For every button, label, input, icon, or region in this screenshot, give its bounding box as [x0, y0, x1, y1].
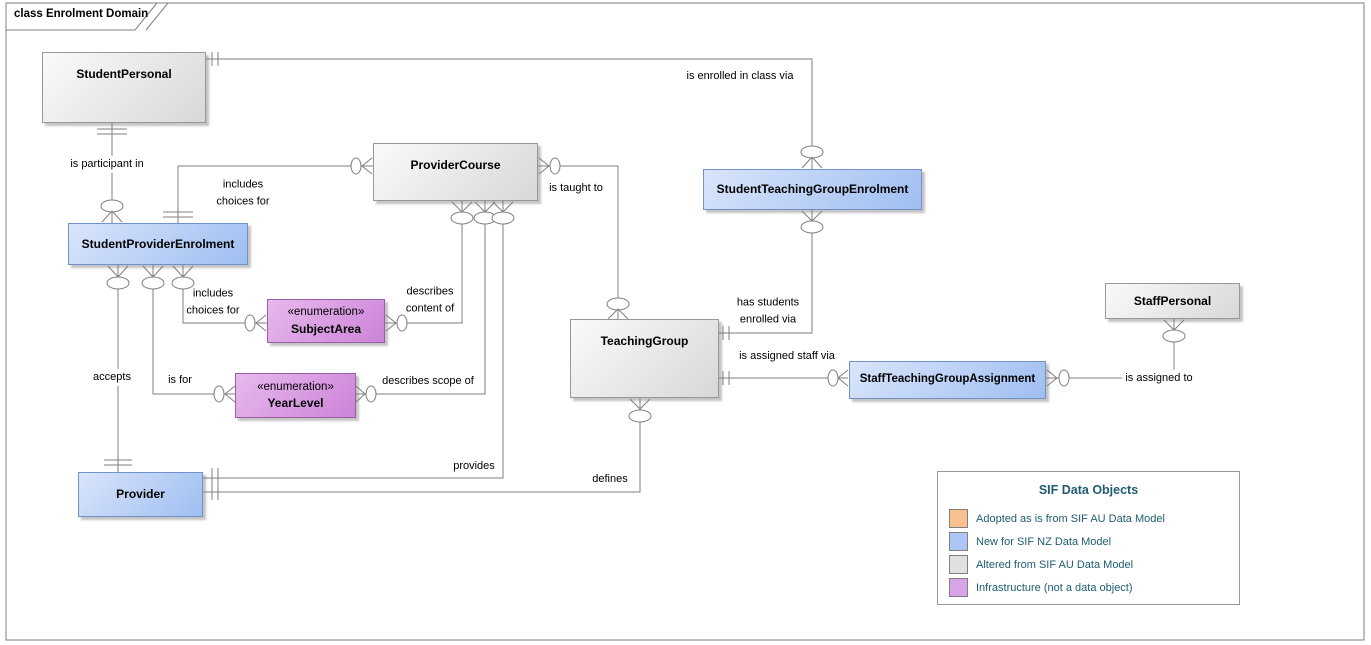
legend-item-label: Altered from SIF AU Data Model [976, 558, 1134, 571]
legend-swatch-adopted-icon [949, 509, 968, 528]
legend-item-label: Infrastructure (not a data object) [976, 581, 1133, 594]
edge-has-students-enrolled-via [719, 210, 824, 340]
edge-includes-choices-for-course [163, 157, 373, 223]
node-provider[interactable]: Provider [78, 472, 203, 517]
edge-label-defines: defines [592, 472, 628, 485]
legend-item: Adopted as is from SIF AU Data Model [949, 509, 1165, 528]
node-provider-course[interactable]: ProviderCourse [373, 143, 538, 201]
edge-label-is-taught-to: is taught to [549, 181, 603, 194]
edge-label-is-assigned-to: is assigned to [1122, 369, 1196, 387]
node-label: Provider [116, 487, 165, 502]
node-label: SubjectArea [290, 321, 362, 336]
node-staff-personal[interactable]: StaffPersonal [1105, 283, 1240, 319]
edge-is-enrolled-in-class-via [206, 52, 824, 169]
node-label: YearLevel [267, 396, 324, 411]
node-student-provider-enrolment[interactable]: StudentProviderEnrolment [68, 223, 248, 265]
legend-title: SIF Data Objects [1038, 483, 1139, 497]
diagram-frame-title: class Enrolment Domain [14, 8, 149, 20]
edge-is-participant-in [97, 123, 127, 223]
edge-includes-choices-for-subject [171, 265, 267, 332]
node-label: TeachingGroup [600, 334, 689, 348]
edge-is-assigned-staff-via [719, 369, 849, 387]
legend-item-label: New for SIF NZ Data Model [976, 535, 1112, 548]
edge-provides [203, 201, 515, 500]
legend-swatch-new-icon [949, 532, 968, 551]
node-label: StaffPersonal [1133, 293, 1212, 308]
edge-label-is-for: is for [168, 373, 192, 386]
edge-label-is-participant-in: is participant in [67, 155, 147, 173]
edge-label-accepts: accepts [90, 368, 134, 386]
node-label: StaffTeachingGroupAssignment [859, 373, 1036, 386]
stereotype-label: «enumeration» [257, 380, 334, 393]
legend-item: Altered from SIF AU Data Model [949, 555, 1133, 574]
node-subject-area[interactable]: «enumeration» SubjectArea [267, 299, 385, 343]
legend: SIF Data Objects Adopted as is from SIF … [937, 471, 1240, 605]
edge-defines [203, 398, 652, 493]
node-teaching-group[interactable]: TeachingGroup [570, 319, 719, 398]
edge-is-for [141, 265, 236, 403]
node-staff-teaching-group-assignment[interactable]: StaffTeachingGroupAssignment [849, 361, 1046, 399]
node-student-personal[interactable]: StudentPersonal [42, 52, 206, 123]
edge-label-is-enrolled-in-class-via: is enrolled in class via [686, 69, 794, 82]
edge-label-provides: provides [453, 459, 495, 472]
diagram-frame [5, 2, 1365, 641]
node-label: StudentProviderEnrolment [81, 236, 235, 251]
node-label: StudentTeachingGroupEnrolment [716, 182, 909, 197]
legend-swatch-infrastructure-icon [949, 578, 968, 597]
node-label: StudentPersonal [76, 67, 172, 81]
edge-accepts [104, 265, 132, 472]
edge-is-taught-to [538, 157, 630, 320]
edge-label-describes-content-of: describes content of [405, 285, 455, 315]
edge-describes-content-of [385, 201, 474, 332]
legend-item: New for SIF NZ Data Model [949, 532, 1111, 551]
legend-swatch-altered-icon [949, 555, 968, 574]
stereotype-label: «enumeration» [287, 306, 365, 319]
edge-label-describes-scope-of: describes scope of [382, 374, 474, 387]
legend-item: Infrastructure (not a data object) [949, 578, 1133, 597]
legend-item-label: Adopted as is from SIF AU Data Model [976, 512, 1165, 525]
edge-label-has-students-enrolled-via: has students enrolled via [736, 296, 800, 326]
edge-label-includes-choices-for-upper: includes choices for [216, 178, 270, 208]
node-label: ProviderCourse [410, 158, 501, 172]
node-student-teaching-group-enrolment[interactable]: StudentTeachingGroupEnrolment [703, 169, 922, 210]
edge-label-is-assigned-staff-via: is assigned staff via [739, 349, 835, 362]
node-year-level[interactable]: «enumeration» YearLevel [235, 373, 356, 418]
edge-label-includes-choices-for-lower: includes choices for [186, 287, 240, 317]
